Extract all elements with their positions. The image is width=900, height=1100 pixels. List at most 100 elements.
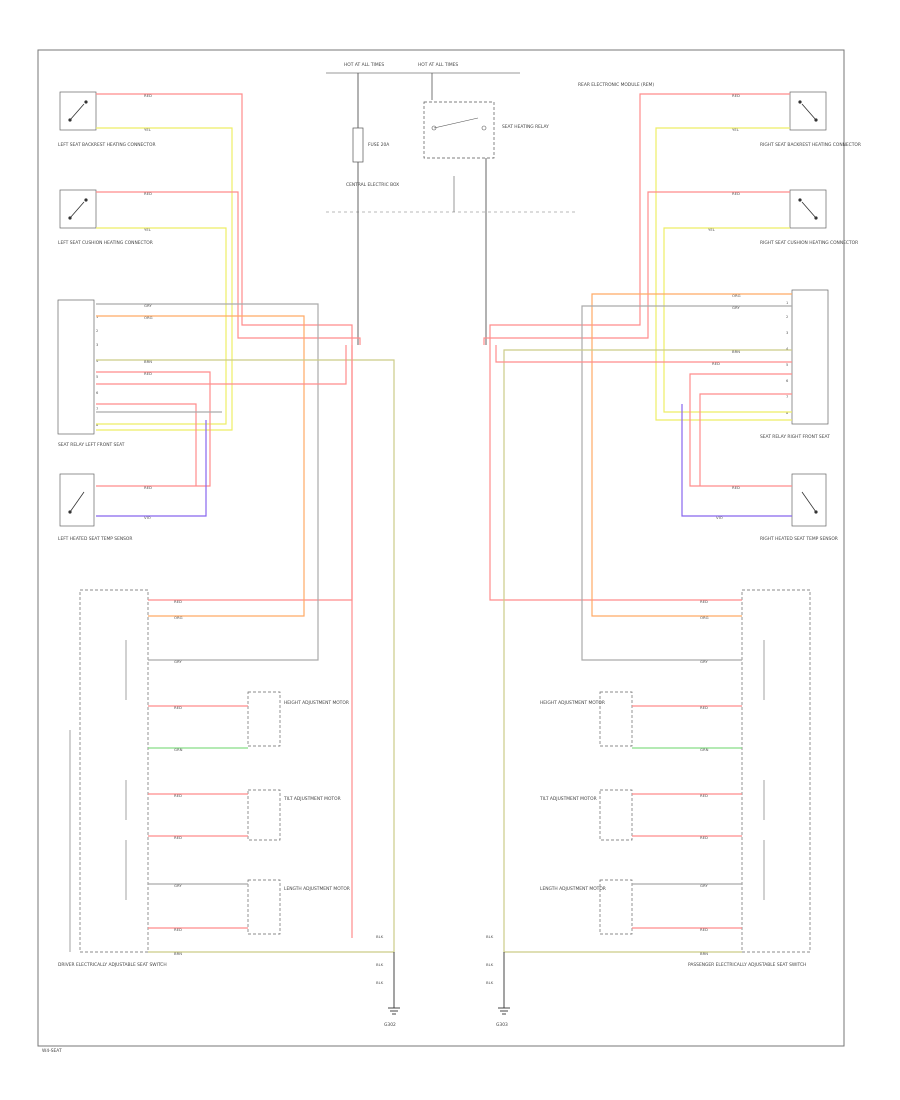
footer-code: W4-SEAT — [42, 1048, 62, 1054]
rw-label-orange-1: ORG — [732, 293, 741, 298]
rw-label-brown-2: BRN — [700, 951, 708, 956]
right-wire-yellow-2 — [663, 227, 792, 413]
rw-label-gray-2: GRY — [700, 659, 708, 664]
right-tilt-motor: TILT ADJUSTMENT MOTOR — [539, 789, 633, 841]
fuse-label: FUSE 20A — [368, 142, 389, 148]
lw-label-yellow-1: YEL — [144, 127, 152, 132]
left-tilt-motor: TILT ADJUSTMENT MOTOR — [247, 789, 341, 841]
svg-text:3: 3 — [786, 331, 788, 335]
rw-label-red-9: RED — [700, 927, 708, 932]
rw-label-red-1: RED — [732, 93, 740, 98]
rg-label-3: BLK — [486, 980, 494, 985]
right-motor1-label: HEIGHT ADJUSTMENT MOTOR — [540, 700, 605, 706]
rw-label-brown: BRN — [732, 349, 740, 354]
lw-label-gray-2: GRY — [174, 659, 182, 664]
right-wire-red-2 — [483, 191, 790, 345]
right-temp-sensor: RIGHT HEATED SEAT TEMP SENSOR — [760, 473, 838, 542]
module-label: REAR ELECTRONIC MODULE (REM) — [578, 82, 654, 88]
left-seat-relay-label: SEAT RELAY LEFT FRONT SEAT — [58, 442, 125, 448]
svg-text:6: 6 — [96, 391, 99, 395]
left-sensor-label: LEFT HEATED SEAT TEMP SENSOR — [58, 536, 132, 542]
right-switch1-label: RIGHT SEAT BACKREST HEATING CONNECTOR — [760, 142, 861, 148]
rw-label-red-2: RED — [732, 191, 740, 196]
right-wire-gray-1 — [581, 305, 792, 661]
lg-label-1: BLK — [376, 934, 384, 939]
left-cushion-connector: LEFT SEAT CUSHION HEATING CONNECTOR — [58, 189, 153, 246]
lw-label-red-2: RED — [144, 191, 152, 196]
right-wire-red-1 — [489, 93, 790, 601]
lg-label-2: BLK — [376, 962, 384, 967]
right-motor2-label: TILT ADJUSTMENT MOTOR — [539, 796, 597, 802]
left-wire-yellow-1 — [96, 127, 233, 431]
left-switch1-label: LEFT SEAT BACKREST HEATING CONNECTOR — [58, 142, 156, 148]
left-ground: BLK BLK BLK G302 — [376, 934, 400, 1028]
svg-text:4: 4 — [786, 347, 789, 351]
svg-text:7: 7 — [786, 395, 788, 399]
lw-label-red-9: RED — [174, 927, 182, 932]
rg-label-2: BLK — [486, 962, 494, 967]
svg-text:2: 2 — [786, 315, 788, 319]
right-wires — [483, 93, 792, 953]
relay-box — [423, 101, 495, 159]
left-switch2-label: LEFT SEAT CUSHION HEATING CONNECTOR — [58, 240, 153, 246]
right-switch-block: PASSENGER ELECTRICALLY ADJUSTABLE SEAT S… — [688, 589, 811, 968]
svg-text:8: 8 — [96, 423, 99, 427]
hot-right-label: HOT AT ALL TIMES — [418, 62, 458, 68]
right-backrest-connector: RIGHT SEAT BACKREST HEATING CONNECTOR — [760, 91, 861, 148]
right-ground-label: G303 — [496, 1022, 508, 1028]
left-wire-yellow-2 — [96, 227, 227, 425]
rw-label-red-7: RED — [700, 793, 708, 798]
left-wire-red-4 — [96, 345, 347, 385]
left-motor2-label: TILT ADJUSTMENT MOTOR — [283, 796, 341, 802]
svg-text:7: 7 — [96, 407, 98, 411]
lw-label-yellow-2: YEL — [144, 227, 152, 232]
lw-label-gray-3: GRY — [174, 883, 182, 888]
left-components: LEFT SEAT BACKREST HEATING CONNECTOR LEF… — [57, 91, 350, 968]
lw-label-red-3: RED — [144, 371, 152, 376]
rw-label-yellow-1: YEL — [732, 127, 740, 132]
left-wire-purple-1 — [96, 420, 207, 517]
lw-label-brown: BRN — [174, 951, 182, 956]
left-switch-block-label: DRIVER ELECTRICALLY ADJUSTABLE SEAT SWIT… — [58, 962, 167, 968]
right-components: RIGHT SEAT BACKREST HEATING CONNECTOR RI… — [539, 91, 861, 968]
right-wire-olive-1 — [503, 349, 792, 953]
left-wire-olive-1 — [96, 359, 395, 953]
lw-label-red-5: RED — [174, 599, 182, 604]
svg-text:5: 5 — [96, 375, 98, 379]
right-sensor-label: RIGHT HEATED SEAT TEMP SENSOR — [760, 536, 838, 542]
left-motor1-label: HEIGHT ADJUSTMENT MOTOR — [284, 700, 349, 706]
right-seat-relay-label: SEAT RELAY RIGHT FRONT SEAT — [760, 434, 830, 440]
left-height-motor: HEIGHT ADJUSTMENT MOTOR — [247, 691, 349, 747]
rw-label-orange-2: ORG — [700, 615, 709, 620]
diagram-frame — [37, 49, 845, 1047]
right-wire-red-5 — [699, 393, 792, 486]
right-seat-relay: 1 2 3 4 5 6 7 8 SEAT RELAY RIGHT FRONT S… — [760, 289, 830, 440]
fuse-symbol — [352, 127, 364, 163]
lw-label-gray-1: GRY — [144, 303, 152, 308]
left-wire-labels: RED YEL RED YEL GRY ORG BRN RED RED VIO … — [144, 93, 183, 956]
rw-label-red-5: RED — [700, 599, 708, 604]
rw-label-green: GRN — [700, 747, 709, 752]
lw-label-red-8: RED — [174, 835, 182, 840]
right-wire-red-3 — [495, 345, 792, 363]
rw-label-gray-1: GRY — [732, 305, 740, 310]
hot-left-label: HOT AT ALL TIMES — [344, 62, 384, 68]
rw-label-gray-3: GRY — [700, 883, 708, 888]
left-ground-label: G302 — [384, 1022, 396, 1028]
left-wire-red-5 — [96, 403, 197, 486]
right-wire-purple-1 — [681, 404, 792, 517]
right-ground: BLK BLK BLK G303 — [486, 934, 510, 1028]
lw-label-red-7: RED — [174, 793, 182, 798]
svg-text:5: 5 — [786, 363, 788, 367]
right-switch-block-label: PASSENGER ELECTRICALLY ADJUSTABLE SEAT S… — [688, 962, 806, 968]
left-wires — [96, 93, 395, 953]
left-wire-red-2 — [96, 191, 361, 345]
rw-label-red-6: RED — [700, 705, 708, 710]
left-wire-gray-1 — [96, 303, 319, 661]
svg-text:4: 4 — [96, 359, 99, 363]
relay-label: SEAT HEATING RELAY — [502, 124, 549, 130]
lg-label-3: BLK — [376, 980, 384, 985]
left-switch-block: DRIVER ELECTRICALLY ADJUSTABLE SEAT SWIT… — [58, 589, 167, 968]
